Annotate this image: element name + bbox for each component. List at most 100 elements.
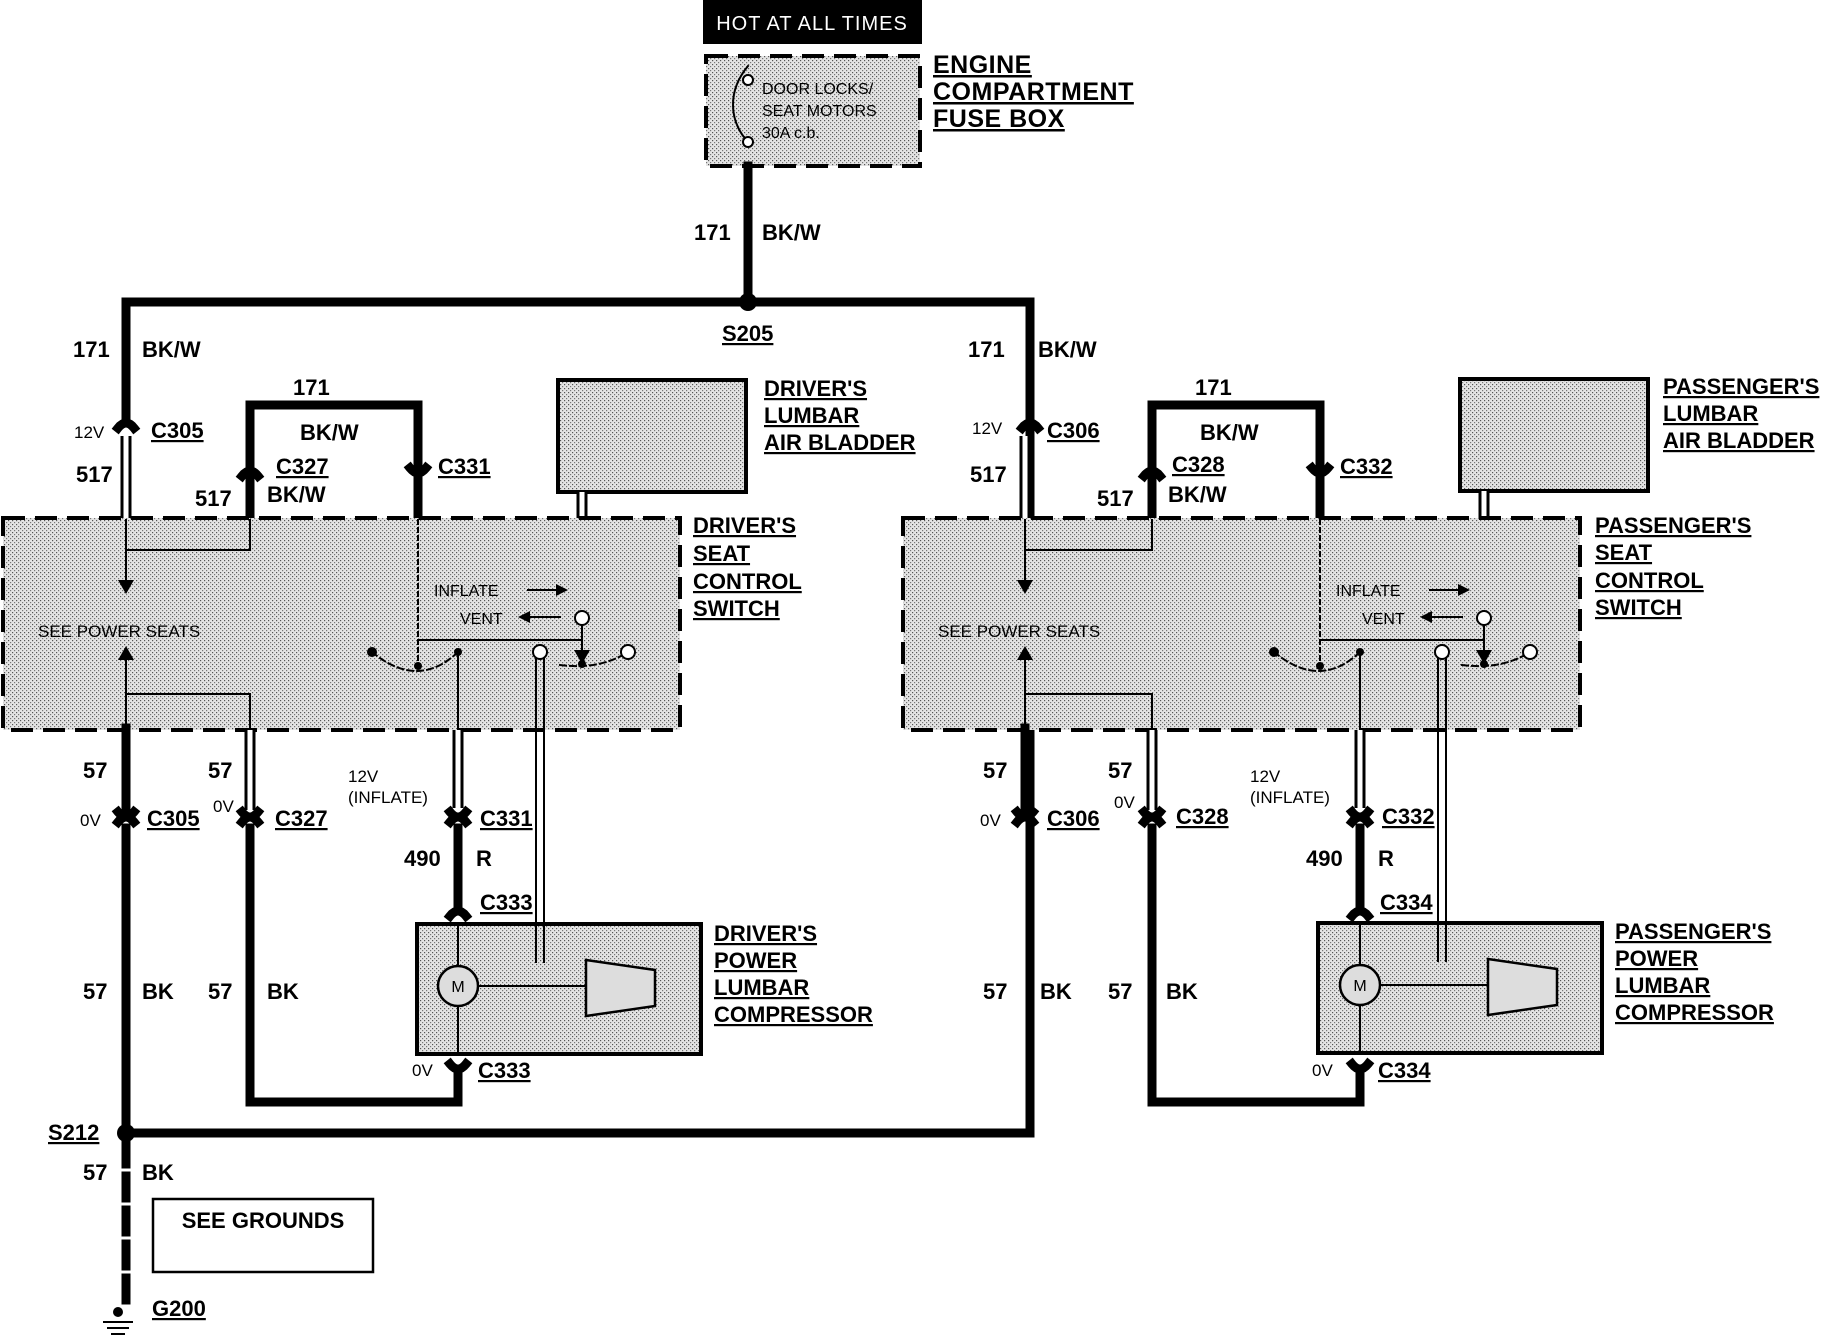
driver-c331-top-label: C331 [438,454,491,479]
driver-c327-517: 517 [195,486,232,511]
fuse-box-title-1: ENGINE [933,51,1032,79]
pass-c328-bottom-label: C328 [1176,804,1229,829]
pass-517-label: 517 [970,462,1007,487]
connector-c305-top [111,418,141,435]
pass-c332-bottom-label: C332 [1382,804,1435,829]
wire-171-loop-driver [245,400,423,475]
wire-bkw-label: BK/W [762,220,821,245]
pass-switch-title-2: SEAT [1595,540,1653,565]
hot-at-all-times-label: HOT AT ALL TIMES [716,13,908,35]
wire-171-label: 171 [694,220,731,245]
fuse-box-title-2: COMPARTMENT [933,78,1134,106]
see-grounds-label: SEE GROUNDS [182,1208,345,1233]
circuit-breaker-symbol [732,64,750,144]
driver-switch-title-2: SEAT [693,541,751,566]
pass-vent-label: VENT [1362,611,1405,628]
ground-icon [103,1307,133,1335]
pass-c328-label: C328 [1172,452,1225,477]
fuse-desc-line3: 30A c.b. [762,125,820,142]
driver-comp-title-2: POWER [714,948,797,973]
pass-motor-label: M [1353,978,1366,995]
driver-pump-icon [584,958,657,1018]
driver-comp-title-4: COMPRESSOR [714,1002,873,1027]
fuse-desc-line2: SEAT MOTORS [762,103,877,120]
wire-171-loop-passenger [1147,400,1325,475]
pass-bladder-title-1: PASSENGER'S [1663,374,1819,399]
connector-c331-top [403,461,433,478]
pass-12v-inflate-a: 12V [1250,767,1281,786]
pass-switch-title-4: SWITCH [1595,595,1682,620]
pass-comp-title-1: PASSENGER'S [1615,919,1771,944]
connector-c328-top [1137,466,1167,483]
see-grounds-box [151,1197,375,1274]
pass-see-power-seats: SEE POWER SEATS [938,622,1100,641]
driver-c327-label: C327 [276,454,329,479]
driver-comp-title-1: DRIVER'S [714,921,817,946]
pass-12v-inflate-b: (INFLATE) [1250,788,1330,807]
engine-compartment-fuse-box: DOOR LOCKS/ SEAT MOTORS 30A c.b. [704,54,922,168]
connector-c334-top [1345,906,1375,923]
pass-0v-label-b: 0V [1114,793,1135,812]
driver-switch-title-4: SWITCH [693,596,780,621]
passenger-seat-control-switch [901,516,1582,732]
pass-57-label-b: 57 [1108,758,1132,783]
pass-57-label-d: 57 [1108,979,1132,1004]
driver-490-label: 490 [404,846,441,871]
driver-seat-control-switch [1,516,682,732]
driver-c333-top-label: C333 [480,890,533,915]
pass-57-label-c: 57 [983,979,1007,1004]
hot-at-all-times-banner: HOT AT ALL TIMES [703,0,922,44]
driver-comp-title-3: LUMBAR [714,975,809,1000]
pass-c328-517: 517 [1097,486,1134,511]
pass-c328-bkw: BK/W [1168,482,1227,507]
pass-bladder-title-2: LUMBAR [1663,401,1758,426]
driver-57-label-d: 57 [208,979,232,1004]
pass-switch-title-1: PASSENGER'S [1595,513,1751,538]
ground-57-label: 57 [83,1160,107,1185]
splice-s212-label: S212 [48,1120,99,1145]
pass-switch-title-3: CONTROL [1595,568,1704,593]
pass-57-label-a: 57 [983,758,1007,783]
driver-loop-bkw-label: BK/W [300,420,359,445]
passenger-lumbar-air-bladder [1458,377,1650,493]
connector-c306-top [1015,418,1045,435]
driver-bk-label-b: BK [267,979,299,1004]
pass-loop-bkw-label: BK/W [1200,420,1259,445]
pass-inflate-label: INFLATE [1336,583,1401,600]
driver-see-power-seats: SEE POWER SEATS [38,622,200,641]
ground-g200-label: G200 [152,1296,206,1321]
pass-490-label: 490 [1306,846,1343,871]
driver-switch-title-3: CONTROL [693,569,802,594]
pass-comp-title-3: LUMBAR [1615,973,1710,998]
pass-c334-bottom-label: C334 [1378,1058,1431,1083]
driver-171-label: 171 [73,337,110,362]
driver-bladder-title-1: DRIVER'S [764,376,867,401]
driver-loop-171-label: 171 [293,375,330,400]
pass-comp-title-2: POWER [1615,946,1698,971]
driver-bladder-title-2: LUMBAR [764,403,859,428]
pass-bk-label-b: BK [1166,979,1198,1004]
pass-c306-bottom-label: C306 [1047,806,1100,831]
driver-bladder-title-3: AIR BLADDER [764,430,916,455]
pass-bk-label-a: BK [1040,979,1072,1004]
pass-r-label: R [1378,846,1394,871]
connector-c327-top [235,466,265,483]
driver-vent-label: VENT [460,611,503,628]
fuse-box-title-3: FUSE BOX [933,105,1065,133]
driver-c331-bottom-label: C331 [480,806,533,831]
driver-inflate-label: INFLATE [434,583,499,600]
pass-0v-label-a: 0V [980,811,1001,830]
driver-0v-label-b: 0V [213,797,234,816]
pass-c332-top-label: C332 [1340,454,1393,479]
driver-c327-bottom-label: C327 [275,806,328,831]
driver-12v-inflate-b: (INFLATE) [348,788,428,807]
splice-s205-label: S205 [722,321,773,346]
driver-bkw-label: BK/W [142,337,201,362]
driver-12v-label: 12V [74,423,105,442]
driver-switch-title-1: DRIVER'S [693,513,796,538]
fuse-desc-line1: DOOR LOCKS/ [762,81,874,98]
pass-c334-0v: 0V [1312,1061,1333,1080]
driver-motor-label: M [451,979,464,996]
driver-bk-label-a: BK [142,979,174,1004]
pass-pump-icon [1486,957,1559,1017]
